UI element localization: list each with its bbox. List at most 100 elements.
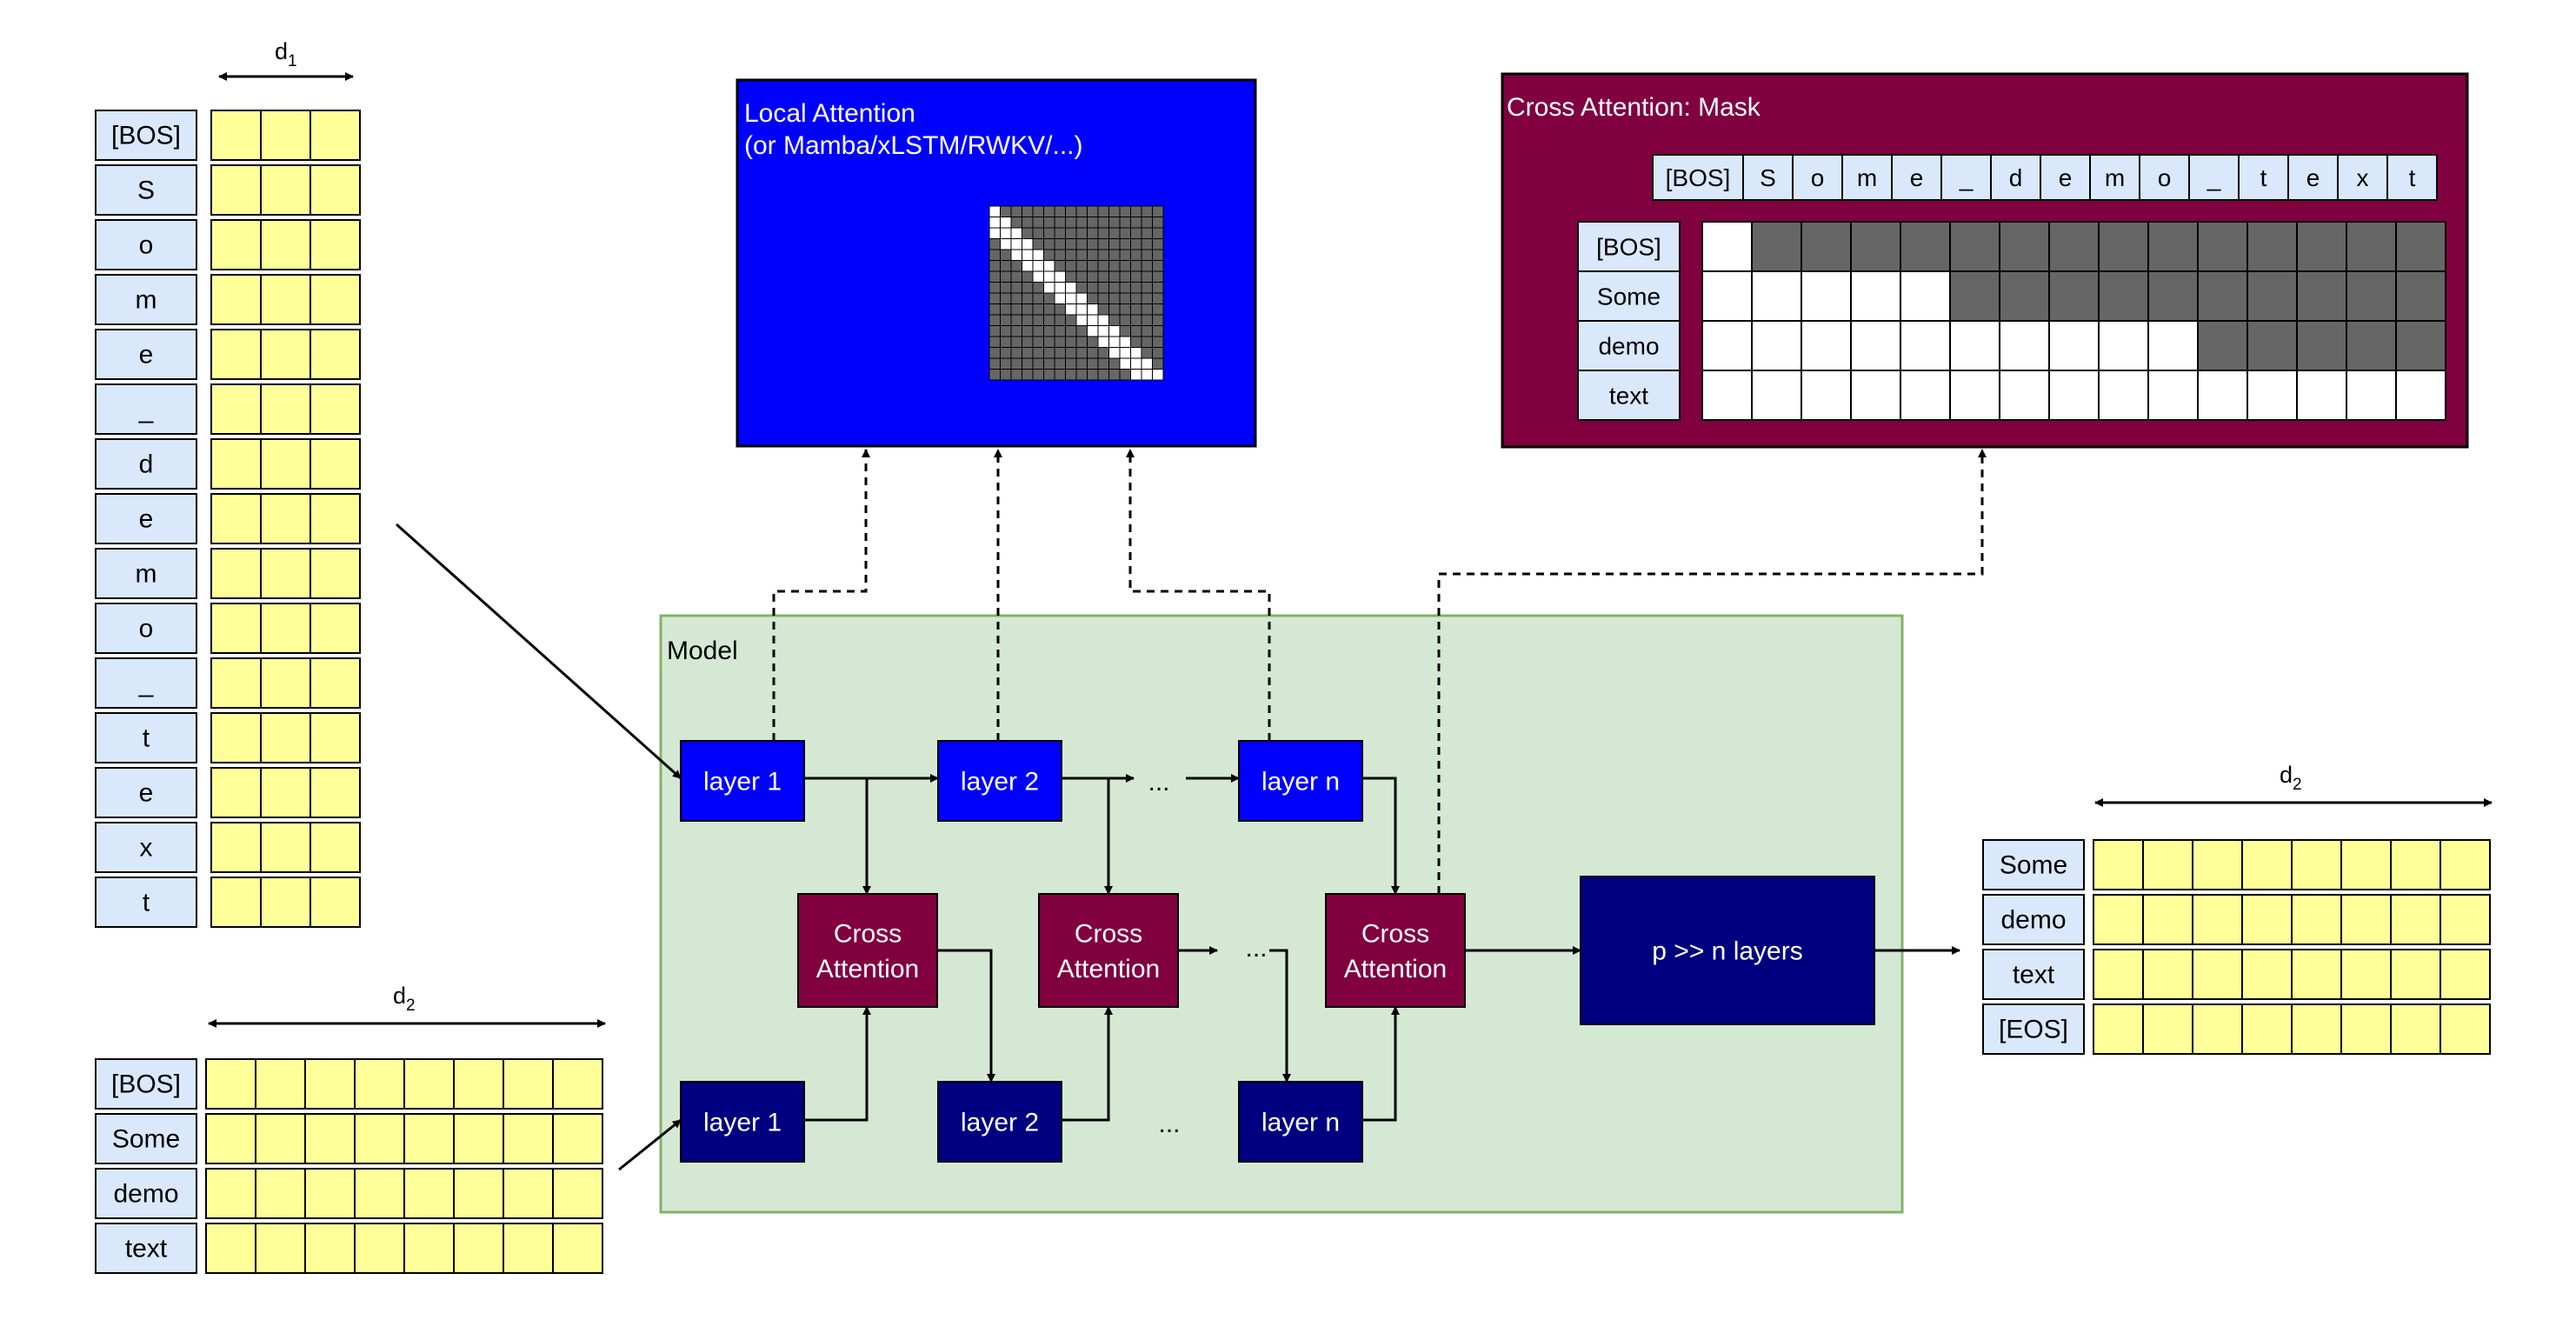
mask-cell bbox=[1130, 205, 1142, 217]
mask-cell bbox=[1130, 227, 1142, 239]
bottom-to-cross-arrow bbox=[804, 1006, 871, 1122]
embedding-cell bbox=[310, 383, 361, 435]
mask-cell bbox=[1065, 292, 1077, 304]
char-input-arrow bbox=[396, 523, 682, 780]
embedding-cell bbox=[310, 110, 361, 161]
mask-cell bbox=[1022, 325, 1034, 337]
char-token-label: t bbox=[143, 889, 150, 917]
mask-col-header-box bbox=[2089, 154, 2140, 201]
input-word-token-box bbox=[95, 1168, 197, 1219]
top-layer-2-text: layer 2 bbox=[961, 768, 1039, 797]
mask-cell bbox=[1999, 270, 2050, 322]
mask-cell bbox=[1900, 370, 1951, 421]
embedding-cell bbox=[403, 1168, 455, 1219]
mask-cell bbox=[2098, 221, 2149, 272]
char-token-box bbox=[95, 712, 197, 763]
top-layer-1-text: layer 1 bbox=[703, 768, 782, 797]
mask-row-header-box bbox=[1577, 221, 1681, 272]
model-label: Model bbox=[667, 637, 738, 665]
mask-cell bbox=[1108, 260, 1121, 272]
mask-cell bbox=[1043, 292, 1055, 304]
mask-cell bbox=[1043, 270, 1055, 283]
mask-cell bbox=[1075, 260, 1088, 272]
mask-cell bbox=[1032, 238, 1044, 250]
mask-col-header-label: [BOS] bbox=[1666, 164, 1731, 191]
mask-cell bbox=[2395, 270, 2446, 322]
embedding-cell bbox=[453, 1113, 504, 1164]
embedding-cell bbox=[354, 1223, 405, 1274]
mask-cell bbox=[1119, 227, 1131, 239]
mask-cell bbox=[1119, 292, 1131, 304]
embedding-cell bbox=[260, 219, 311, 270]
char-token-label: _ bbox=[138, 670, 155, 698]
mask-cell bbox=[1075, 336, 1088, 348]
embedding-cell bbox=[210, 603, 262, 654]
mask-cell bbox=[1032, 336, 1044, 348]
mask-cell bbox=[1119, 238, 1131, 250]
mask-cell bbox=[1119, 325, 1131, 337]
mask-col-header-box bbox=[1841, 154, 1893, 201]
output-word-token-label: demo bbox=[2000, 906, 2066, 935]
mask-cell bbox=[1010, 336, 1022, 348]
char-token-box bbox=[95, 438, 197, 490]
mask-col-header-label: t bbox=[2409, 164, 2416, 191]
char-token-box bbox=[95, 493, 197, 544]
mask-cell bbox=[1022, 282, 1034, 294]
char-token-box bbox=[95, 329, 197, 380]
mask-cell bbox=[1075, 314, 1088, 326]
char-token-label: e bbox=[139, 779, 154, 808]
d2-label-input: d2 bbox=[393, 983, 416, 1015]
embedding-cell bbox=[2440, 1003, 2491, 1055]
word-input-arrow bbox=[618, 1118, 682, 1171]
mask-cell bbox=[1032, 314, 1044, 326]
mask-cell bbox=[988, 205, 1001, 217]
mask-cell bbox=[1032, 369, 1044, 381]
mask-cell bbox=[1032, 347, 1044, 359]
mask-col-header-label: _ bbox=[2207, 164, 2221, 191]
mask-cell bbox=[1075, 270, 1088, 283]
mask-cell bbox=[1032, 282, 1044, 294]
mask-cell bbox=[1108, 217, 1121, 229]
mask-cell bbox=[1097, 357, 1109, 370]
embedding-cell bbox=[310, 712, 361, 763]
mask-cell bbox=[1065, 357, 1077, 370]
mask-cell bbox=[2247, 370, 2298, 421]
embedding-cell bbox=[304, 1113, 356, 1164]
mask-cell bbox=[988, 282, 1001, 294]
mask-cell bbox=[1130, 303, 1142, 316]
mask-cell bbox=[1097, 282, 1109, 294]
mask-cell bbox=[1022, 205, 1034, 217]
top-layer-3-text: layer n bbox=[1261, 768, 1340, 797]
bottom-layer-1 bbox=[680, 1081, 805, 1163]
mask-cell bbox=[1108, 314, 1121, 326]
mask-cell bbox=[1010, 369, 1022, 381]
mask-cell bbox=[1087, 227, 1099, 239]
embedding-cell bbox=[2192, 839, 2243, 890]
output-word-token-label: Some bbox=[2000, 851, 2067, 880]
bottom-to-cross-arrow bbox=[1062, 1006, 1113, 1122]
mask-cell bbox=[1141, 227, 1153, 239]
mask-cell bbox=[1043, 238, 1055, 250]
mask-cell bbox=[1000, 325, 1012, 337]
mask-cell bbox=[1097, 238, 1109, 250]
mask-cell bbox=[1130, 260, 1142, 272]
mask-cell bbox=[1043, 260, 1055, 272]
mask-cell bbox=[1087, 357, 1099, 370]
mask-cell bbox=[1097, 227, 1109, 239]
char-token-label: x bbox=[140, 834, 153, 863]
mask-cell bbox=[1075, 249, 1088, 261]
mask-cell bbox=[2247, 320, 2298, 371]
mask-cell bbox=[1043, 227, 1055, 239]
embedding-cell bbox=[2390, 1003, 2441, 1055]
mask-cell bbox=[1141, 369, 1153, 381]
mask-cell bbox=[2197, 270, 2248, 322]
mask-cell bbox=[1130, 357, 1142, 370]
embedding-cell bbox=[310, 329, 361, 380]
mask-cell bbox=[1087, 292, 1099, 304]
mask-cell bbox=[1701, 320, 1753, 371]
dashed-to-local-attention bbox=[1126, 449, 1271, 741]
mask-cell bbox=[1010, 347, 1022, 359]
